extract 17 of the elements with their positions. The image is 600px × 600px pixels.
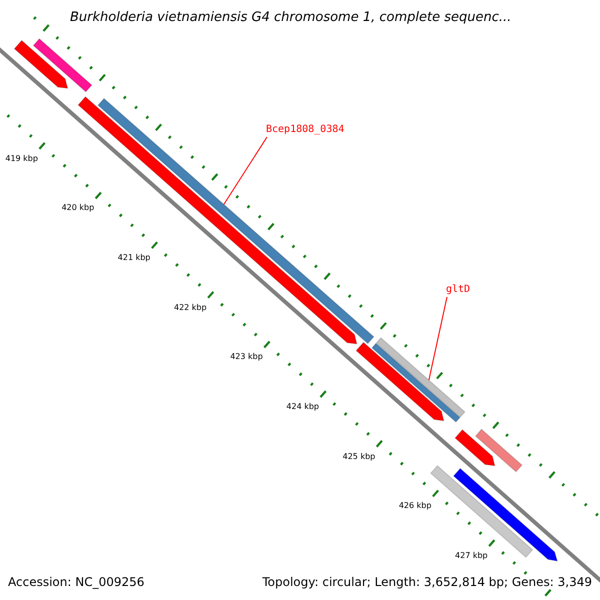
title: Burkholderia vietnamiensis G4 chromosome 1, complete sequenc... [70, 10, 512, 25]
summary-text: Topology: circular; Length: 3,652,814 bp; Genes: 3,349 [262, 575, 592, 589]
scale-label: 423 kbp [230, 352, 263, 362]
gene-bar [376, 337, 466, 418]
leader-line [223, 136, 268, 205]
scale-label: 422 kbp [174, 302, 207, 312]
scale-label: 425 kbp [342, 452, 376, 461]
gene-bar [97, 98, 374, 344]
scale-label: 427 kbp [455, 550, 488, 560]
scale-label: 421 kbp [118, 253, 150, 262]
gene-label: Bcep1808_0384 [266, 124, 344, 135]
scale-label: 424 kbp [286, 402, 320, 411]
accession-text: Accession: NC_009256 [8, 575, 144, 589]
scale-label: 426 kbp [398, 501, 432, 510]
scale-label: 419 kbp [5, 154, 38, 163]
leader-line [428, 296, 448, 381]
gene-label: gltD [446, 284, 470, 295]
